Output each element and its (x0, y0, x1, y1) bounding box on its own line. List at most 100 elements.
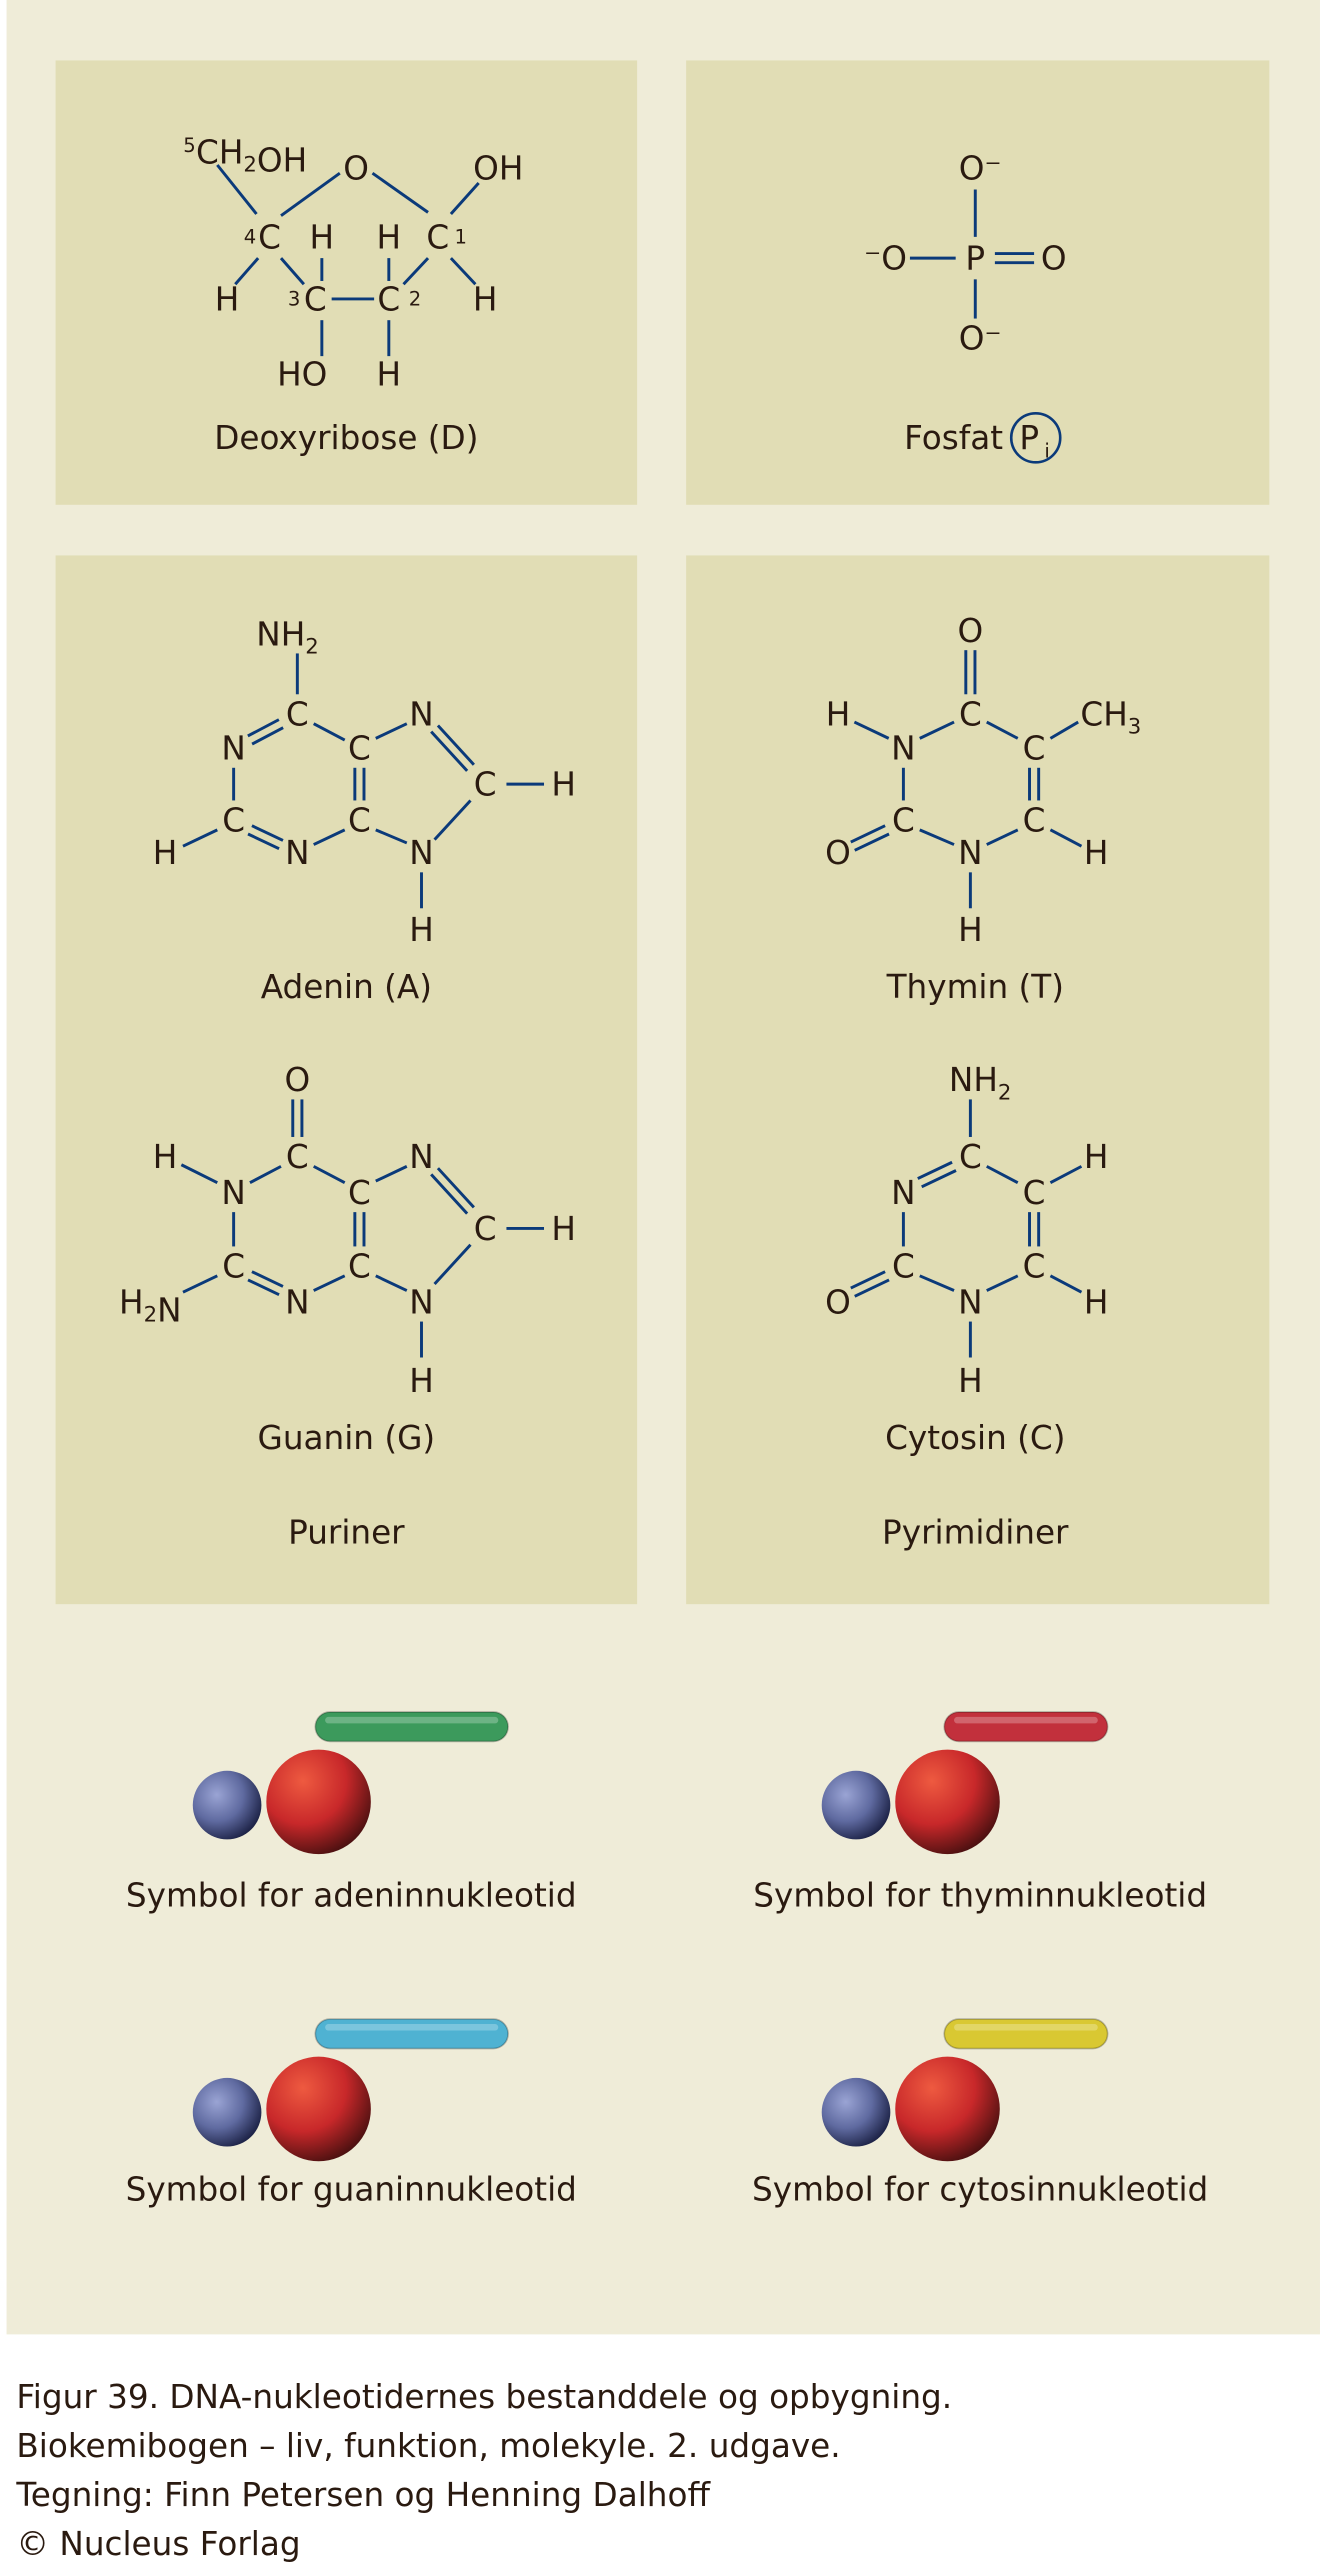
thymine-atom-label: CH3 (1080, 695, 1141, 739)
caption-line-1: Figur 39. DNA-nukleotidernes bestanddele… (16, 2378, 952, 2416)
deoxyribose-atom-label: H (377, 218, 402, 256)
bond-line (251, 1270, 284, 1288)
bond-line (247, 718, 280, 738)
bond-line (375, 722, 408, 740)
bond-line (1049, 1165, 1083, 1185)
svg-text:P: P (1019, 419, 1039, 457)
adenine-atom-label: N (221, 730, 245, 768)
cytosine-atom-label: N (891, 1174, 915, 1212)
adenine-atom-label: H (409, 911, 434, 949)
phosphate-atom-label: ⁻O (864, 240, 907, 278)
thymine-atom-label: C (892, 801, 915, 839)
adenine-atom-label: NH2 (256, 615, 319, 659)
sugar-sphere-icon (266, 2056, 371, 2162)
rod-highlight (954, 1716, 1098, 1724)
pyrimidines-panel (686, 555, 1270, 1605)
deoxyribose-atom-label: H (215, 280, 240, 318)
pyrimidines-label: Pyrimidiner (882, 1514, 1069, 1552)
phosphate-sphere-icon (821, 1770, 891, 1840)
cytosine-atom-label: C (892, 1247, 915, 1285)
cytosine-atom-label: O (825, 1283, 851, 1321)
guanine-atom-label: N (409, 1138, 433, 1176)
nucleotide-symbol-guanine (192, 2018, 509, 2162)
phosphate-label: Fosfat (904, 419, 1003, 457)
thymine-atom-label: C (1023, 801, 1046, 839)
purines-label: Puriner (288, 1514, 405, 1552)
bond-line (312, 722, 346, 742)
deoxyribose-atom-label: C (258, 218, 281, 256)
cytosine-atom-label: C (959, 1138, 982, 1176)
phosphate-pi-symbol: P i (1009, 411, 1062, 464)
guanine-atom-label: C (348, 1247, 371, 1285)
bond-line (986, 1274, 1019, 1292)
caption-line-4: © Nucleus Forlag (16, 2525, 300, 2563)
bond-line (433, 799, 472, 841)
cytosine-label: Cytosin (C) (885, 1419, 1065, 1457)
guanine-atom-label: C (222, 1247, 245, 1285)
bond-line (182, 828, 218, 848)
guanine-atom-label: N (285, 1283, 309, 1321)
guanine-atom-label: N (221, 1174, 245, 1212)
deoxyribose-atom-label: OH (473, 150, 523, 188)
deoxyribose-atom-label: H (310, 218, 335, 256)
bond-line (430, 1173, 469, 1215)
phosphate-atom-label: P (965, 240, 985, 278)
bond-line (251, 824, 284, 842)
adenine-atom-label: H (153, 834, 178, 872)
guanine-atom-label: C (286, 1138, 309, 1176)
bond-line (449, 181, 480, 215)
svg-text:i: i (1044, 439, 1049, 462)
adenine-atom-label: C (348, 801, 371, 839)
bond-line (1049, 1274, 1083, 1294)
deoxyribose-atom-label: 2 (409, 287, 421, 310)
base-rod-icon (314, 1711, 509, 1743)
bond-line (853, 720, 890, 740)
bond-line (854, 1278, 890, 1298)
bond-line (313, 1274, 346, 1292)
bond-line (430, 730, 469, 772)
bond-line (433, 1243, 472, 1285)
adenine-atom-label: H (551, 766, 576, 804)
thymine-atom-label: H (1084, 834, 1109, 872)
bond-line (182, 1274, 218, 1294)
phosphate-sphere-icon (192, 2077, 262, 2147)
bond-line (1049, 720, 1079, 740)
bond-line (449, 257, 477, 286)
guanine-atom-label: H (551, 1210, 576, 1248)
bond-line (919, 828, 955, 846)
guanine-atom-label: H (153, 1138, 178, 1176)
guanine-atom-label: H (409, 1362, 434, 1400)
deoxyribose-atom-label: H (377, 356, 402, 394)
bond-line (312, 1165, 346, 1185)
deoxyribose-panel (55, 60, 638, 505)
adenine-atom-label: C (286, 695, 309, 733)
symbol-label-adenine: Symbol for adeninnukleotid (126, 1876, 577, 1914)
thymine-atom-label: H (826, 695, 851, 733)
base-rod-icon (314, 2018, 509, 2050)
bond-line (986, 720, 1019, 740)
bond-line (375, 1274, 408, 1292)
bond-line (436, 724, 475, 766)
deoxyribose-atom-label: 1 (454, 225, 466, 248)
bond-line (247, 832, 280, 851)
adenine-atom-label: C (348, 730, 371, 768)
adenine-atom-label: C (222, 801, 245, 839)
adenine-atom-label: C (474, 766, 497, 804)
rod-highlight (954, 2024, 1098, 2031)
bond-line (375, 1165, 408, 1183)
deoxyribose-atom-label: 3 (288, 287, 300, 310)
caption-line-2: Biokemibogen – liv, funktion, molekyle. … (16, 2427, 840, 2465)
bond-line (371, 171, 429, 214)
bond-line (280, 171, 341, 217)
deoxyribose-atom-label: 5 (183, 134, 195, 157)
adenine-label: Adenin (A) (261, 968, 432, 1006)
cytosine-atom-label: H (1084, 1283, 1109, 1321)
base-rod-icon (943, 1711, 1109, 1743)
phosphate-panel (686, 60, 1270, 505)
bond-line (1049, 828, 1083, 848)
